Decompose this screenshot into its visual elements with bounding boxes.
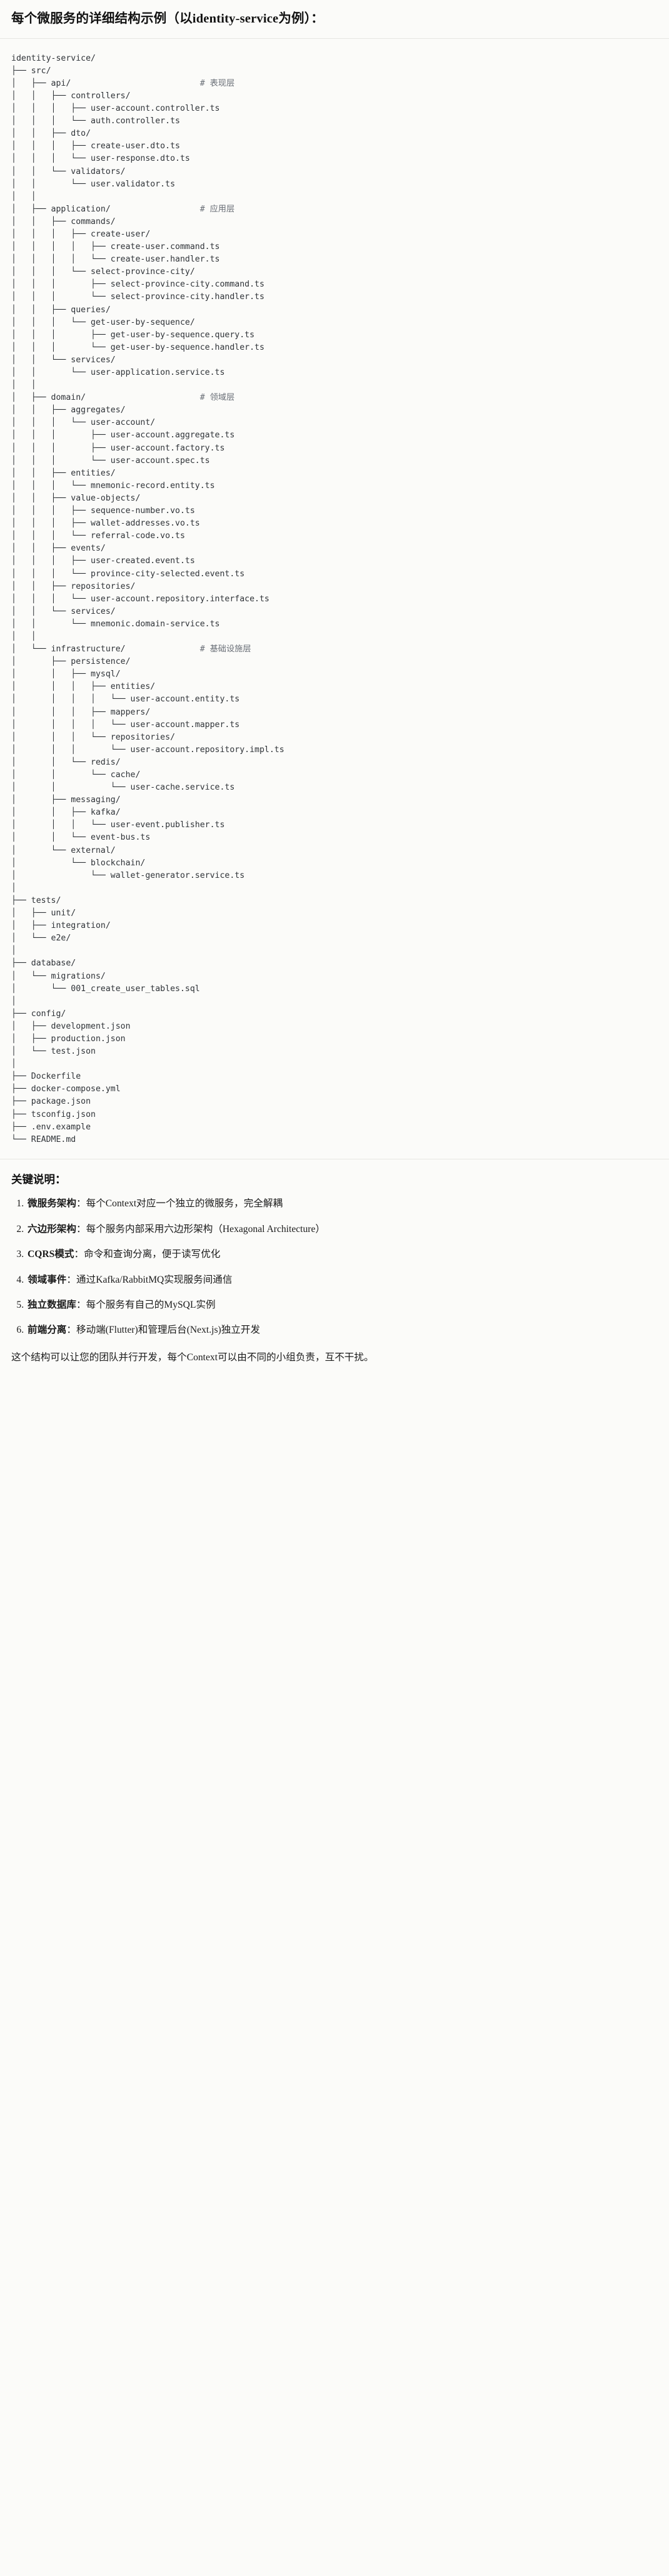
key-notes-list: 微服务架构：每个Context对应一个独立的微服务，完全解耦六边形架构：每个服务… xyxy=(11,1196,658,1337)
key-note-item: CQRS模式：命令和查询分离，便于读写优化 xyxy=(26,1247,658,1261)
key-note-separator: ： xyxy=(76,1223,86,1235)
key-notes-section: 关键说明： 微服务架构：每个Context对应一个独立的微服务，完全解耦六边形架… xyxy=(0,1159,669,1381)
key-note-body: 每个服务内部采用六边形架构（Hexagonal Architecture） xyxy=(86,1223,326,1235)
key-note-item: 六边形架构：每个服务内部采用六边形架构（Hexagonal Architectu… xyxy=(26,1222,658,1236)
key-note-body: 移动端(Flutter)和管理后台(Next.js)独立开发 xyxy=(76,1325,261,1336)
page-title: 每个微服务的详细结构示例（以identity-service为例）： xyxy=(11,12,324,26)
key-note-body: 每个Context对应一个独立的微服务，完全解耦 xyxy=(86,1198,283,1209)
tree-comment: # 应用层 xyxy=(199,204,235,214)
key-note-item: 微服务架构：每个Context对应一个独立的微服务，完全解耦 xyxy=(26,1196,658,1211)
tree-comment: # 领域层 xyxy=(199,393,235,403)
key-note-term: 领域事件 xyxy=(28,1274,67,1285)
key-note-separator: ： xyxy=(66,1274,76,1285)
key-note-body: 通过Kafka/RabbitMQ实现服务间通信 xyxy=(76,1274,233,1285)
key-note-term: 微服务架构 xyxy=(28,1198,76,1209)
key-note-separator: ： xyxy=(76,1198,86,1209)
key-note-term: 六边形架构 xyxy=(28,1223,76,1235)
directory-tree-block: identity-service/ ├── src/ │ ├── api/ # … xyxy=(0,38,669,1159)
tree-comment: # 基础设施层 xyxy=(199,644,251,654)
page-root: 每个微服务的详细结构示例（以identity-service为例）： ident… xyxy=(0,0,669,1381)
document-header: 每个微服务的详细结构示例（以identity-service为例）： xyxy=(0,0,669,39)
key-note-item: 独立数据库：每个服务有自己的MySQL实例 xyxy=(26,1298,658,1312)
directory-tree: identity-service/ ├── src/ │ ├── api/ # … xyxy=(11,53,284,1144)
key-note-body: 每个服务有自己的MySQL实例 xyxy=(86,1299,216,1310)
key-note-term: CQRS模式 xyxy=(28,1249,74,1260)
key-note-body: 命令和查询分离，便于读写优化 xyxy=(84,1249,221,1260)
key-note-term: 独立数据库 xyxy=(28,1299,76,1310)
key-note-item: 前端分离：移动端(Flutter)和管理后台(Next.js)独立开发 xyxy=(26,1323,658,1337)
key-note-item: 领域事件：通过Kafka/RabbitMQ实现服务间通信 xyxy=(26,1273,658,1287)
key-notes-title: 关键说明： xyxy=(11,1173,66,1186)
key-note-term: 前端分离 xyxy=(28,1325,67,1336)
key-note-separator: ： xyxy=(66,1325,76,1336)
key-note-separator: ： xyxy=(74,1249,84,1260)
tree-comment: # 表现层 xyxy=(199,78,235,88)
key-note-separator: ： xyxy=(76,1299,86,1310)
closing-paragraph: 这个结构可以让您的团队并行开发，每个Context可以由不同的小组负责，互不干扰… xyxy=(11,1352,374,1363)
